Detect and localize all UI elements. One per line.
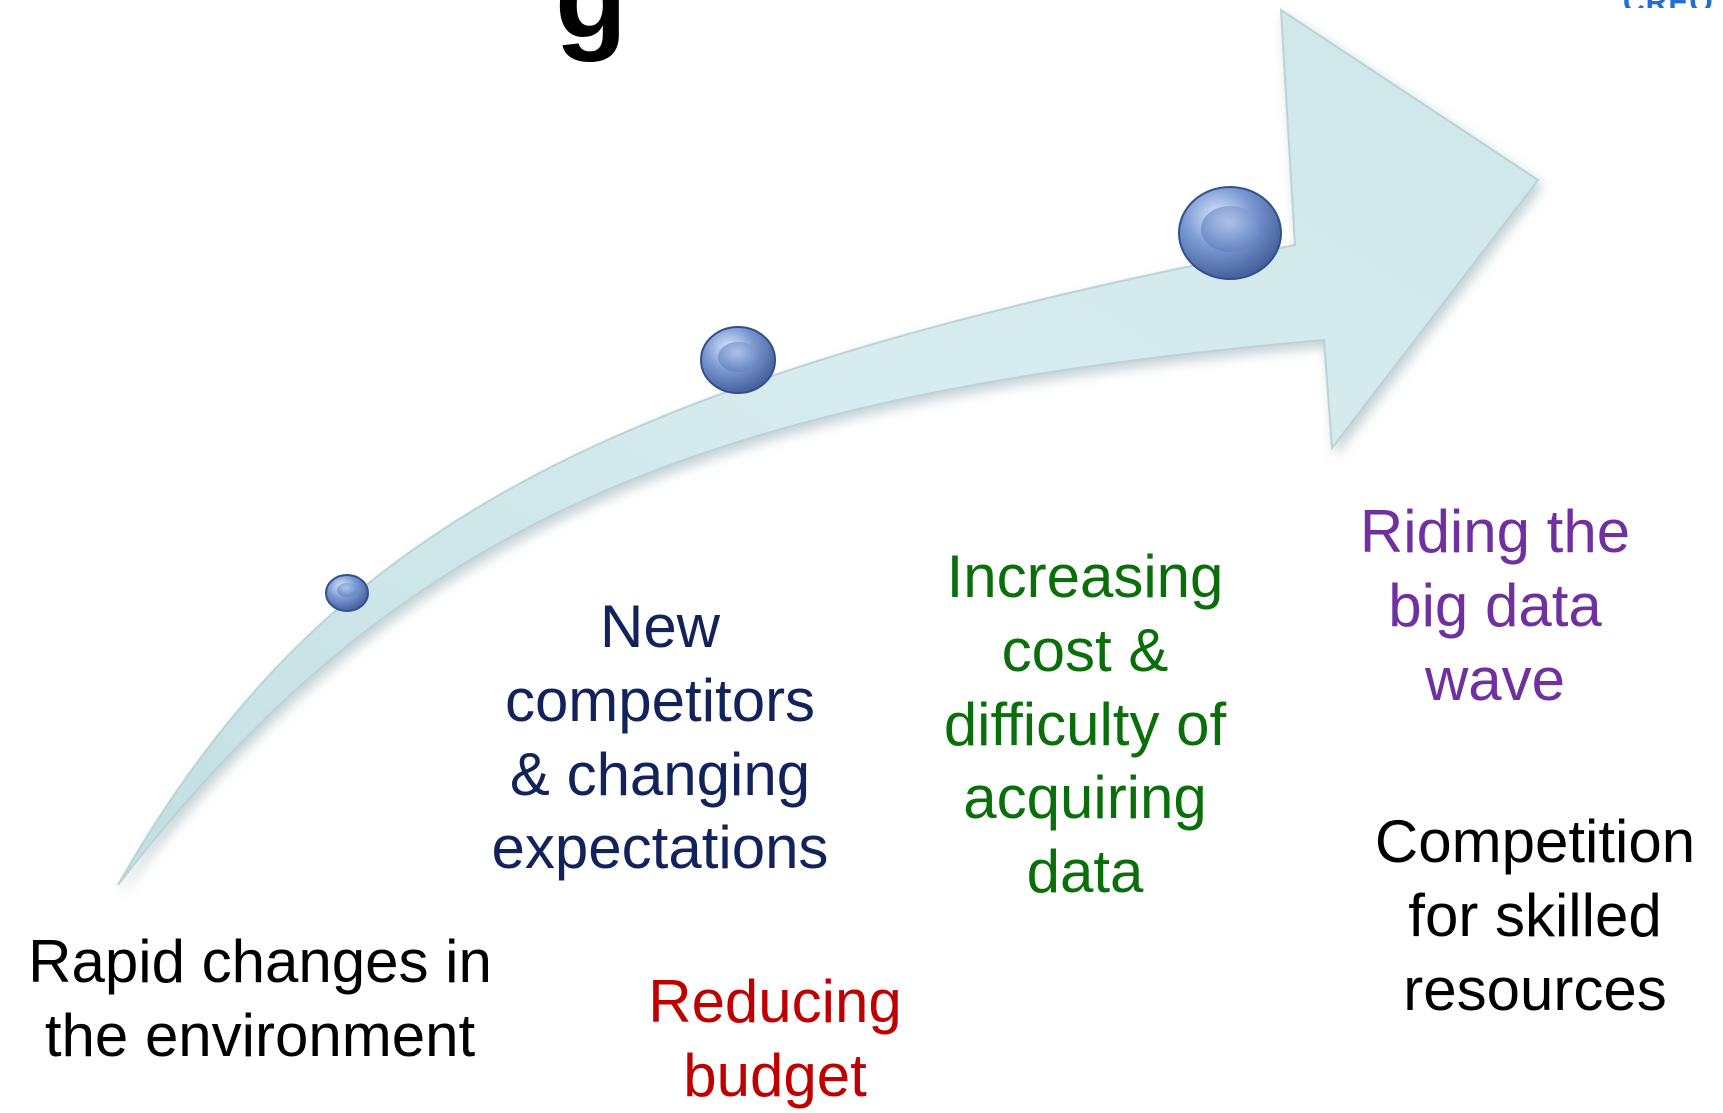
label-reducing-budget: Reducing budget bbox=[648, 968, 902, 1109]
label-rapid-changes: Rapid changes in the environment bbox=[28, 928, 492, 1069]
slide-title-fragment: g bbox=[555, 0, 627, 56]
corner-logo-text: CREO bbox=[1623, 0, 1723, 8]
label-riding-big-data: Riding the big data wave bbox=[1359, 498, 1631, 713]
label-new-competitors: New competitors & changing expectations bbox=[491, 593, 829, 882]
milestone-dot-1 bbox=[325, 574, 369, 612]
label-competition-skilled: Competition for skilled resources bbox=[1374, 808, 1696, 1023]
milestone-dot-2 bbox=[700, 326, 776, 394]
milestone-dot-3 bbox=[1178, 186, 1282, 280]
label-increasing-cost: Increasing cost & difficulty of acquirin… bbox=[943, 543, 1227, 906]
